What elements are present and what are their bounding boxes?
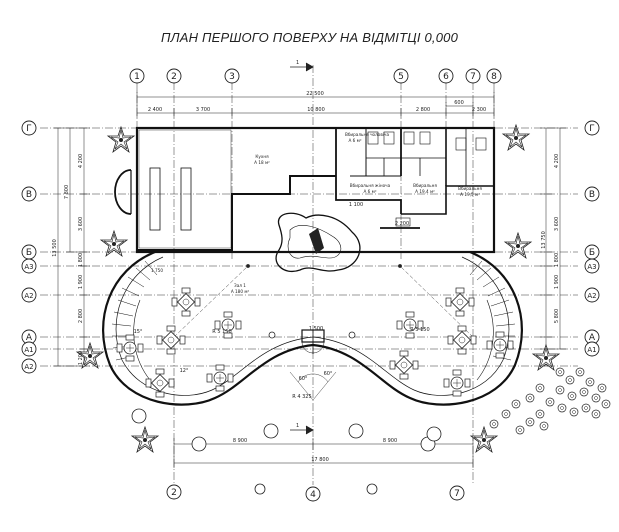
- dim-top-3: 10 800: [307, 107, 325, 113]
- dim-misc-60-left: 60°: [299, 376, 308, 382]
- axis-bubbles-top: [129, 68, 502, 84]
- room-kitchen-area: А 18 м²: [254, 160, 270, 165]
- dim-top-2: 3 700: [196, 107, 210, 113]
- axis-label-left-v: В: [26, 190, 32, 200]
- axis-label-left-a2b: А2: [24, 363, 33, 371]
- dim-left-1: 4 200: [78, 154, 84, 168]
- dim-misc-1100: 1 100: [349, 202, 363, 208]
- dim-right-1: 4 200: [554, 154, 560, 168]
- axis-label-right-a3: А3: [587, 263, 596, 271]
- dim-left-total: 13 500: [52, 239, 58, 257]
- room-hall: Зал 1: [234, 283, 246, 288]
- axis-label-left-g: Г: [26, 124, 32, 134]
- dim-top-4: 2 800: [416, 107, 430, 113]
- axis-label-right-a1: А1: [587, 346, 596, 354]
- axis-bubbles-right: [584, 120, 600, 357]
- dimensions-top: [136, 90, 495, 118]
- dim-right-3: 1 800: [554, 253, 560, 267]
- axis-label-bottom-4: 4: [310, 490, 316, 500]
- dim-misc-12: 12°: [180, 368, 189, 374]
- room-wc-mid: Вбиральня жіноча: [350, 183, 391, 188]
- dimensions-left: [54, 127, 90, 367]
- axis-label-1: 1: [134, 72, 140, 82]
- dim-misc-r4325: R 4 325: [292, 394, 311, 400]
- axis-label-bottom-2: 2: [171, 488, 177, 498]
- dim-top-1: 2 400: [148, 107, 162, 113]
- dim-left-5: 2 800: [78, 309, 84, 323]
- dim-left-2: 3 600: [78, 217, 84, 231]
- section-mark-bottom: 1: [296, 423, 299, 429]
- axis-label-left-b: Б: [26, 248, 32, 258]
- axis-label-right-a2: А2: [587, 292, 596, 300]
- axis-label-bottom-7: 7: [454, 489, 460, 499]
- dim-right-2: 3 600: [554, 217, 560, 231]
- dim-top-total: 22 500: [306, 91, 324, 97]
- axis-label-7: 7: [470, 72, 476, 82]
- dim-top-5: 2 300: [472, 107, 486, 113]
- dim-left-4: 1 900: [78, 275, 84, 289]
- room-wc-top: Вбиральня чоловіча: [345, 132, 390, 137]
- section-marker: [290, 62, 314, 435]
- room-wc-right-area: А 19,5 м²: [460, 192, 480, 197]
- dim-misc-r5150-right: R 5 150: [410, 327, 429, 333]
- dim-right-4: 1 900: [554, 275, 560, 289]
- axis-label-5: 5: [398, 72, 404, 82]
- axis-label-right-b: Б: [589, 248, 595, 258]
- room-wc-small: Вбиральня: [413, 183, 437, 188]
- dim-right-total: 13 750: [541, 231, 547, 249]
- axis-label-left-a: А: [26, 333, 33, 343]
- axis-label-left-a2: А2: [24, 292, 33, 300]
- building-walls: [114, 126, 496, 273]
- dim-misc-2200: 2 200: [395, 221, 409, 227]
- room-wc-top-area: А 6 м²: [348, 138, 361, 143]
- dim-right-5: 5 800: [554, 309, 560, 323]
- plan-title: ПЛАН ПЕРШОГО ПОВЕРХУ НА ВІДМІТЦІ 0,000: [160, 30, 459, 45]
- dim-left-mid: 7 800: [64, 185, 70, 199]
- terrace-outline: [102, 250, 523, 406]
- ground-circles: [131, 264, 442, 495]
- room-kitchen: Кухня: [255, 154, 269, 159]
- dim-misc-60-right: 60°: [324, 371, 333, 377]
- axis-label-8: 8: [491, 72, 497, 82]
- axis-label-6: 6: [443, 72, 449, 82]
- room-hall-area: А 180 м²: [231, 289, 250, 294]
- axis-label-left-a3: А3: [24, 263, 33, 271]
- axis-label-right-g: Г: [589, 124, 595, 134]
- dim-misc-r5150-left: R 5 150: [212, 329, 231, 335]
- axis-bubbles-left: [21, 120, 37, 374]
- trees: [76, 124, 560, 453]
- axis-label-3: 3: [229, 72, 235, 82]
- axis-label-2: 2: [171, 72, 177, 82]
- axis-label-left-a1: А1: [24, 346, 33, 354]
- axis-label-right-v: В: [589, 190, 595, 200]
- section-mark-top: 1: [296, 60, 299, 66]
- dim-top-small: 600: [454, 100, 464, 106]
- dim-stair: 1 750: [151, 268, 163, 273]
- room-wc-mid-area: А 6 м²: [363, 189, 376, 194]
- room-wc-small-area: А 19,4 м²: [415, 189, 435, 194]
- dim-bottom-total: 17 800: [311, 457, 329, 463]
- axis-bubbles-bottom: [166, 484, 465, 502]
- dim-left-3: 1 800: [78, 253, 84, 267]
- axis-label-right-a: А: [589, 333, 596, 343]
- dim-bottom-1: 8 900: [233, 438, 247, 444]
- dim-bottom-2: 8 900: [383, 438, 397, 444]
- dim-left-6: 1 200: [78, 351, 84, 365]
- dim-misc-15: 15°: [134, 329, 143, 335]
- room-wc-right: Вбиральня: [458, 186, 482, 191]
- dim-misc-1500: 1 500: [309, 326, 323, 332]
